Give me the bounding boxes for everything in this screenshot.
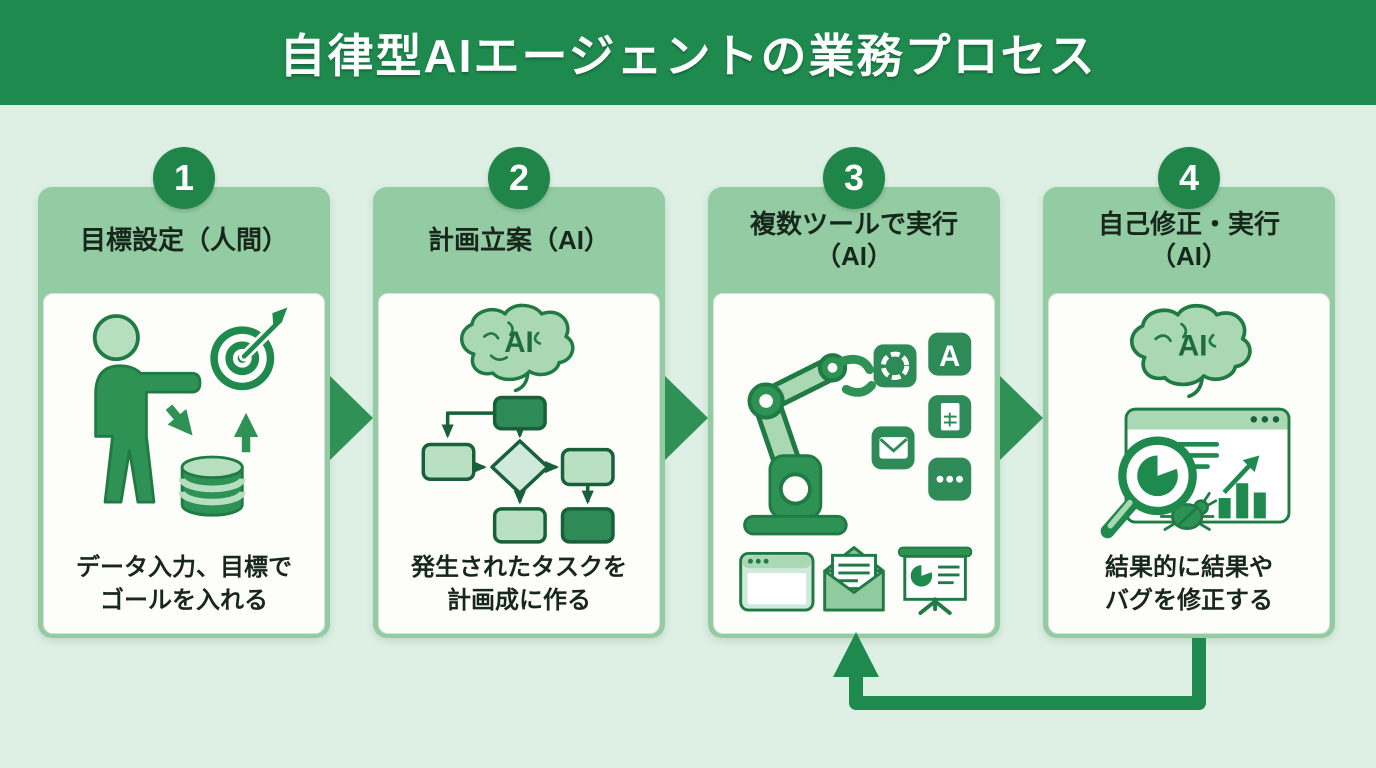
card-body: A bbox=[713, 293, 995, 634]
step-2-number: 2 bbox=[488, 147, 550, 209]
page-title: 自律型AIエージェントの業務プロセス bbox=[279, 29, 1097, 82]
title-banner: 自律型AIエージェントの業務プロセス bbox=[0, 0, 1376, 105]
forward-arrow-3-icon bbox=[1000, 376, 1043, 460]
multi-tool-illustration: A bbox=[739, 332, 973, 615]
step-number-label: 1 bbox=[173, 157, 195, 198]
trend-arrow-icon bbox=[1222, 455, 1260, 495]
step-card-goal-setting: 目標設定（人間） bbox=[38, 187, 330, 638]
robot-arm-icon bbox=[743, 353, 876, 536]
caption-line: 発生されたタスクを bbox=[411, 554, 627, 582]
presentation-chart-icon bbox=[897, 546, 973, 615]
svg-text:A: A bbox=[939, 340, 960, 373]
caption-line: ゴールを入れる bbox=[100, 586, 268, 614]
step-4-number: 4 bbox=[1158, 147, 1220, 209]
card-title-line2: （AI） bbox=[814, 241, 893, 271]
openai-app-icon bbox=[873, 344, 917, 388]
step-card-planning: 計画立案（AI） AI bbox=[373, 187, 665, 638]
step-1-number: 1 bbox=[153, 147, 215, 209]
card-header: 目標設定（人間） bbox=[38, 187, 330, 293]
forward-arrow-2-icon bbox=[665, 376, 708, 460]
step-card-multi-tool-execution: 複数ツールで実行 （AI） bbox=[708, 187, 1000, 638]
card-caption: データ入力、目標で ゴールを入れる bbox=[44, 552, 324, 617]
step-card-self-correction: 自己修正・実行 （AI） AI bbox=[1043, 187, 1335, 638]
step-number-label: 2 bbox=[508, 157, 530, 198]
more-apps-icon bbox=[928, 457, 972, 501]
step-number-label: 3 bbox=[843, 157, 865, 198]
card-title: 複数ツールで実行 bbox=[749, 208, 958, 239]
card-body: AI bbox=[1048, 293, 1330, 634]
ai-brain-icon: AI bbox=[460, 303, 575, 393]
card-caption: 発生されたタスクを 計画成に作る bbox=[379, 552, 659, 617]
open-envelope-icon bbox=[823, 546, 885, 612]
flowchart-icon bbox=[421, 395, 615, 544]
browser-window-icon bbox=[739, 551, 815, 612]
self-correction-illustration: AI bbox=[1100, 303, 1291, 539]
card-title: 自己修正・実行 bbox=[1097, 208, 1280, 239]
spreadsheet-app-icon bbox=[928, 395, 972, 439]
ai-label: AI bbox=[504, 326, 534, 359]
person-icon bbox=[92, 314, 202, 504]
target-dart-icon bbox=[210, 307, 288, 391]
caption-line: 結果的に結果や bbox=[1105, 554, 1273, 582]
card-caption: 結果的に結果や バグを修正する bbox=[1049, 552, 1329, 617]
arrow-down-right-icon bbox=[165, 404, 193, 436]
card-header: 複数ツールで実行 （AI） bbox=[708, 187, 1000, 293]
caption-line: バグを修正する bbox=[1105, 586, 1273, 614]
card-header: 計画立案（AI） bbox=[373, 187, 665, 293]
step-3-number: 3 bbox=[823, 147, 885, 209]
bar-chart-icon bbox=[1218, 483, 1266, 519]
forward-arrow-1-icon bbox=[330, 376, 373, 460]
card-title: 目標設定（人間） bbox=[79, 224, 288, 255]
app-store-app-icon: A bbox=[928, 332, 972, 376]
magnifier-pie-icon bbox=[1100, 436, 1197, 539]
database-icon bbox=[178, 455, 246, 517]
ai-brain-icon: AI bbox=[1130, 303, 1252, 399]
step-number-label: 4 bbox=[1178, 157, 1200, 198]
caption-line: データ入力、目標で bbox=[76, 554, 292, 582]
card-header: 自己修正・実行 （AI） bbox=[1043, 187, 1335, 293]
card-title: 計画立案（AI） bbox=[427, 224, 610, 255]
planning-illustration: AI bbox=[421, 303, 615, 544]
goal-setting-illustration bbox=[92, 307, 288, 517]
mail-app-icon bbox=[871, 426, 915, 470]
card-body: データ入力、目標で ゴールを入れる bbox=[43, 293, 325, 634]
caption-line: 計画成に作る bbox=[447, 586, 591, 614]
card-title-line2: （AI） bbox=[1149, 241, 1228, 271]
card-body: AI 発生されたタス bbox=[378, 293, 660, 634]
ai-label: AI bbox=[1178, 330, 1208, 363]
